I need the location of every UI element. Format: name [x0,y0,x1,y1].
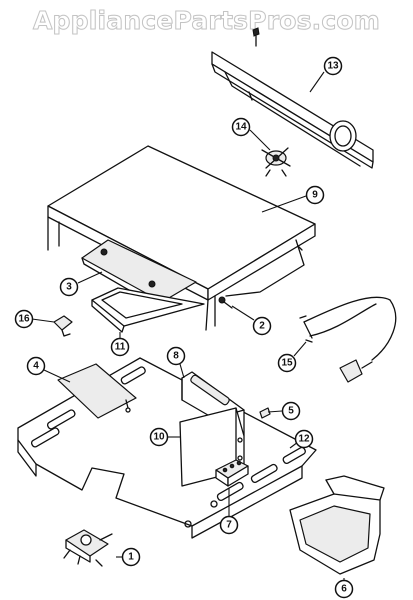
callout-15-label: 15 [281,358,293,369]
part-14-fan-motor[interactable] [261,147,291,177]
callout-16-label: 16 [18,314,30,325]
part-13-rear-panel[interactable] [211,51,374,169]
callout-13-label: 13 [327,61,339,72]
callout-8-label: 8 [173,351,179,362]
callout-3-label: 3 [66,282,72,293]
part-6-tray[interactable] [289,475,385,575]
part-15-power-cord[interactable] [299,296,397,383]
callout-6: 6 [334,579,354,599]
callout-14: 14 [231,117,251,137]
callout-2-label: 2 [259,321,265,332]
callout-9: 9 [305,185,325,205]
callout-12-label: 12 [298,434,310,445]
callout-1: 1 [121,547,141,567]
callout-2: 2 [252,316,272,336]
part-2-screw[interactable] [218,296,233,309]
callout-8: 8 [166,346,186,366]
callout-6-label: 6 [341,584,347,595]
callout-14-label: 14 [235,122,247,133]
callout-11-label: 11 [115,342,126,353]
callout-4: 4 [26,356,46,376]
callout-3: 3 [59,277,79,297]
callout-1-label: 1 [128,552,134,563]
callout-7-label: 7 [226,520,232,531]
callout-4-label: 4 [33,361,39,372]
callout-10-label: 10 [153,432,165,443]
callout-5: 5 [281,401,301,421]
part-13-screw[interactable] [252,27,260,47]
callout-5-label: 5 [288,406,294,417]
callout-9-label: 9 [312,190,318,201]
callout-13: 13 [323,56,343,76]
callout-12: 12 [294,429,314,449]
callout-10: 10 [149,427,169,447]
callout-16: 16 [14,309,34,329]
part-1-thermostat[interactable] [63,529,113,567]
callout-7: 7 [219,515,239,535]
part-7-terminal-block[interactable] [215,459,249,487]
part-11-duct[interactable] [91,287,205,333]
part-4-plate[interactable] [57,363,137,419]
part-5-screw[interactable] [259,407,271,419]
callout-11: 11 [110,337,130,357]
part-16-clip[interactable] [53,315,73,337]
callout-15: 15 [277,353,297,373]
leader-lines [31,71,345,586]
